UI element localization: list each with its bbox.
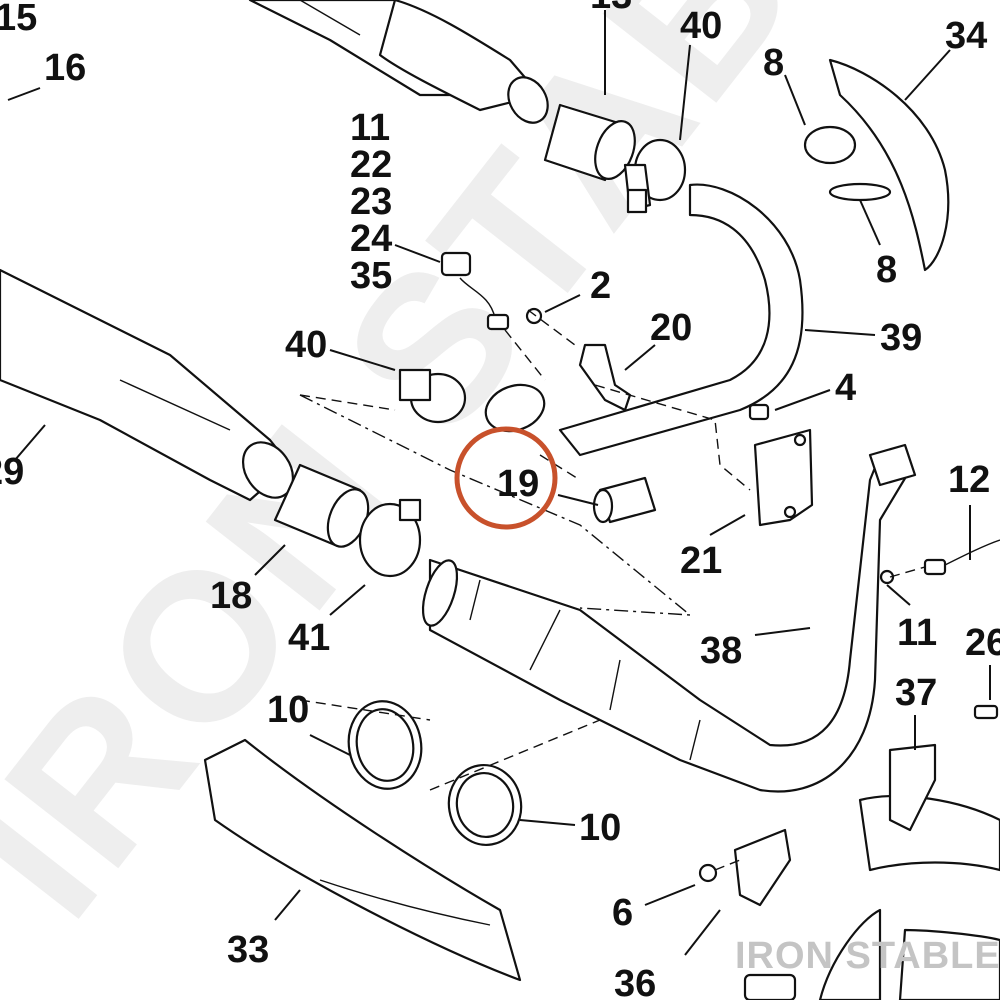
callout-29: 29: [0, 451, 24, 493]
callout-8-upper: 8: [763, 42, 784, 84]
heat-shield-34: [828, 58, 950, 272]
bracket-37: [888, 743, 937, 832]
highlight-circle-19: [454, 426, 558, 530]
callout-4: 4: [835, 367, 856, 409]
callout-10-right: 10: [579, 807, 621, 849]
callout-11-right: 11: [897, 612, 937, 654]
callout-35: 35: [350, 255, 392, 297]
rear-header-pipe-38: [421, 443, 1000, 872]
brand-stamp: IRON STABLE: [735, 935, 1000, 977]
lower-muffler-29: [0, 268, 295, 502]
callout-34: 34: [945, 15, 987, 57]
clamp-40-middle: [398, 368, 467, 424]
o2-sensor-12: [923, 539, 1000, 576]
bracket-21: [753, 428, 814, 527]
callout-6: 6: [612, 892, 633, 934]
callout-20: 20: [650, 307, 692, 349]
sleeve-middle: [484, 383, 546, 433]
callout-2: 2: [590, 265, 611, 307]
callout-36: 36: [614, 963, 656, 1000]
callout-22: 22: [350, 144, 392, 186]
o2-sensor-harness: [440, 251, 510, 331]
callout-39: 39: [880, 317, 922, 359]
callout-15: 15: [0, 0, 37, 39]
hose-clamp-10-left: [347, 700, 423, 790]
callout-23: 23: [350, 181, 392, 223]
heat-shield-33: [203, 738, 522, 982]
callout-19: 19: [497, 463, 539, 505]
front-header-pipe-39: [558, 183, 804, 457]
bracket-36: [733, 828, 792, 907]
nut-6: [698, 863, 718, 883]
clamp-41: [358, 498, 422, 578]
callout-37: 37: [895, 672, 937, 714]
sleeve-18: [273, 463, 370, 548]
upper-sleeve: [543, 103, 636, 182]
hose-clamp-10-right: [447, 764, 523, 846]
upper-muffler: [248, 0, 549, 124]
upper-clamp-40: [623, 138, 687, 214]
washer-11: [879, 569, 895, 585]
callout-8-lower: 8: [876, 249, 897, 291]
callout-41: 41: [288, 617, 330, 659]
callout-40-middle: 40: [285, 324, 327, 366]
bolt-4: [748, 403, 770, 421]
hose-clamp-8-lower: [828, 182, 892, 202]
callout-21: 21: [680, 540, 722, 582]
assembly-lines: [299, 309, 926, 871]
callout-38: 38: [700, 630, 742, 672]
hose-clamp-8-upper: [803, 125, 857, 165]
callout-16: 16: [44, 47, 86, 89]
callout-33: 33: [227, 929, 269, 971]
callout-40-top: 40: [680, 5, 722, 47]
callout-11-top: 11: [350, 107, 390, 149]
callout-24: 24: [350, 218, 392, 260]
bracket-20: [578, 343, 632, 412]
callout-26: 26: [965, 622, 1000, 664]
callout-10-left: 10: [267, 689, 309, 731]
clamp-bottom: [743, 973, 797, 1000]
callout-12: 12: [948, 459, 990, 501]
leader-lines: [7, 10, 991, 956]
callout-18: 18: [210, 575, 252, 617]
sensor-26: [973, 704, 999, 720]
gasket-19: [592, 476, 657, 524]
callout-13: 13: [590, 0, 632, 17]
